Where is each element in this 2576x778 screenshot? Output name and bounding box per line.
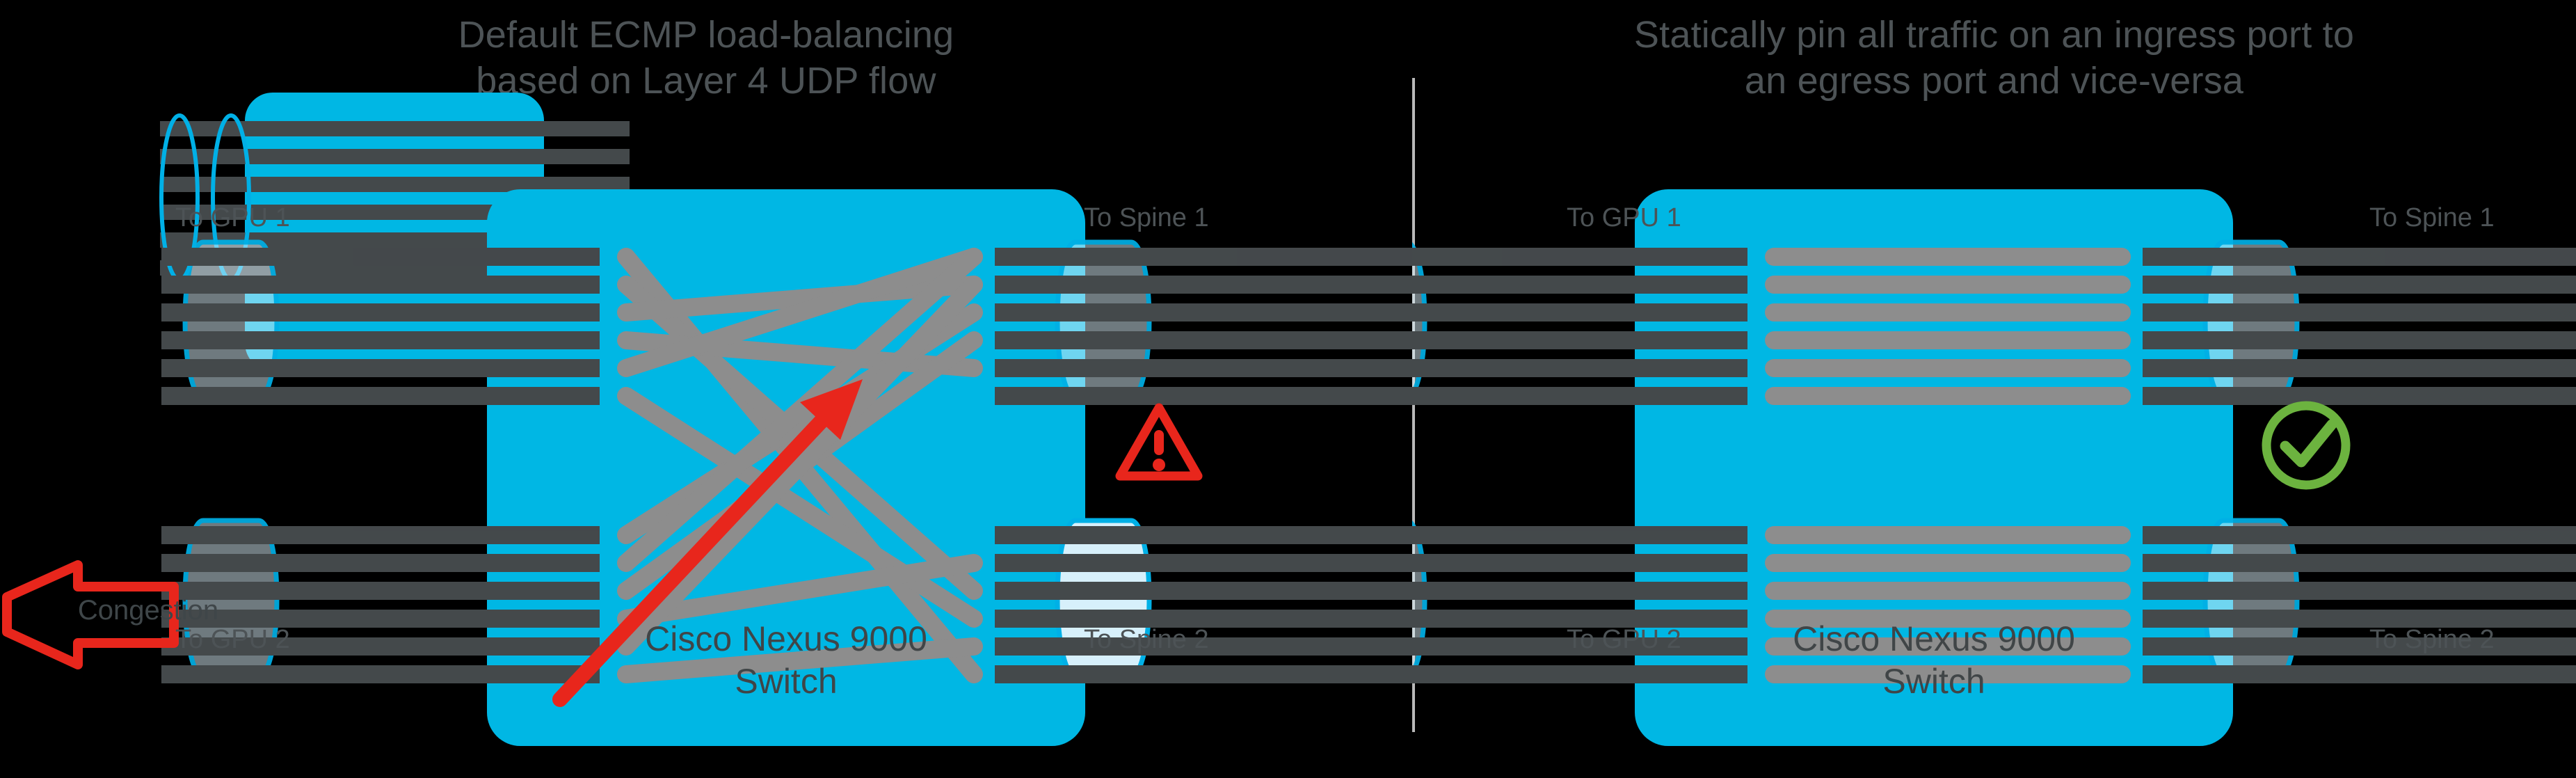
panel-static-pin-title: Statically pin all traffic on an ingress… bbox=[1633, 14, 2355, 102]
label-to-spine-1-right: To Spine 1 bbox=[2369, 203, 2495, 232]
port-cylinder-bottom-right-spine2 bbox=[2143, 518, 2576, 683]
panel-static-pin: Statically pin all traffic on an ingress… bbox=[1412, 0, 2576, 778]
congestion-label: Congestion bbox=[77, 595, 219, 626]
congestion-arrow-icon bbox=[2, 560, 179, 669]
port-cylinder-bottom-left-gpu2 bbox=[161, 518, 600, 683]
switch-chassis bbox=[1635, 189, 2233, 746]
check-circle-icon bbox=[2262, 401, 2351, 490]
ecmp-crossing-links bbox=[617, 248, 983, 683]
label-to-gpu-2-left: To GPU 2 bbox=[175, 625, 290, 654]
label-to-spine-2-left: To Spine 2 bbox=[1084, 625, 1209, 654]
port-cylinder-top-right-spine1 bbox=[995, 239, 1412, 405]
ecmp-diagram bbox=[2, 189, 1412, 746]
panel-ecmp-title: Default ECMP load-balancing based on Lay… bbox=[458, 14, 954, 102]
diagonal-flow-arrow-icon bbox=[552, 379, 863, 707]
switch-name-right: Cisco Nexus 9000 Switch bbox=[1793, 619, 2075, 701]
label-to-spine-1-left: To Spine 1 bbox=[1084, 203, 1209, 232]
label-to-spine-2-right: To Spine 2 bbox=[2369, 625, 2495, 654]
port-cylinder-bottom-left-gpu2 bbox=[1412, 521, 1747, 683]
label-to-gpu-2-right: To GPU 2 bbox=[1567, 625, 1681, 654]
label-to-gpu-1-left: To GPU 1 bbox=[175, 203, 290, 232]
label-to-gpu-1-right: To GPU 1 bbox=[1567, 203, 1681, 232]
warning-triangle-icon bbox=[1115, 403, 1203, 481]
static-pin-diagram bbox=[1412, 189, 2576, 746]
switch-name-left: Cisco Nexus 9000 Switch bbox=[645, 619, 927, 701]
static-pinned-links bbox=[1765, 248, 2131, 683]
port-cylinder-bottom-right-spine2-congested bbox=[995, 518, 1412, 683]
panel-ecmp: Default ECMP load-balancing based on Lay… bbox=[2, 14, 1412, 746]
port-cylinder-top-left-gpu1 bbox=[161, 239, 600, 405]
port-cylinder-top-right-spine1 bbox=[2143, 239, 2576, 405]
port-cylinder-top-left-gpu1 bbox=[1412, 242, 1747, 405]
